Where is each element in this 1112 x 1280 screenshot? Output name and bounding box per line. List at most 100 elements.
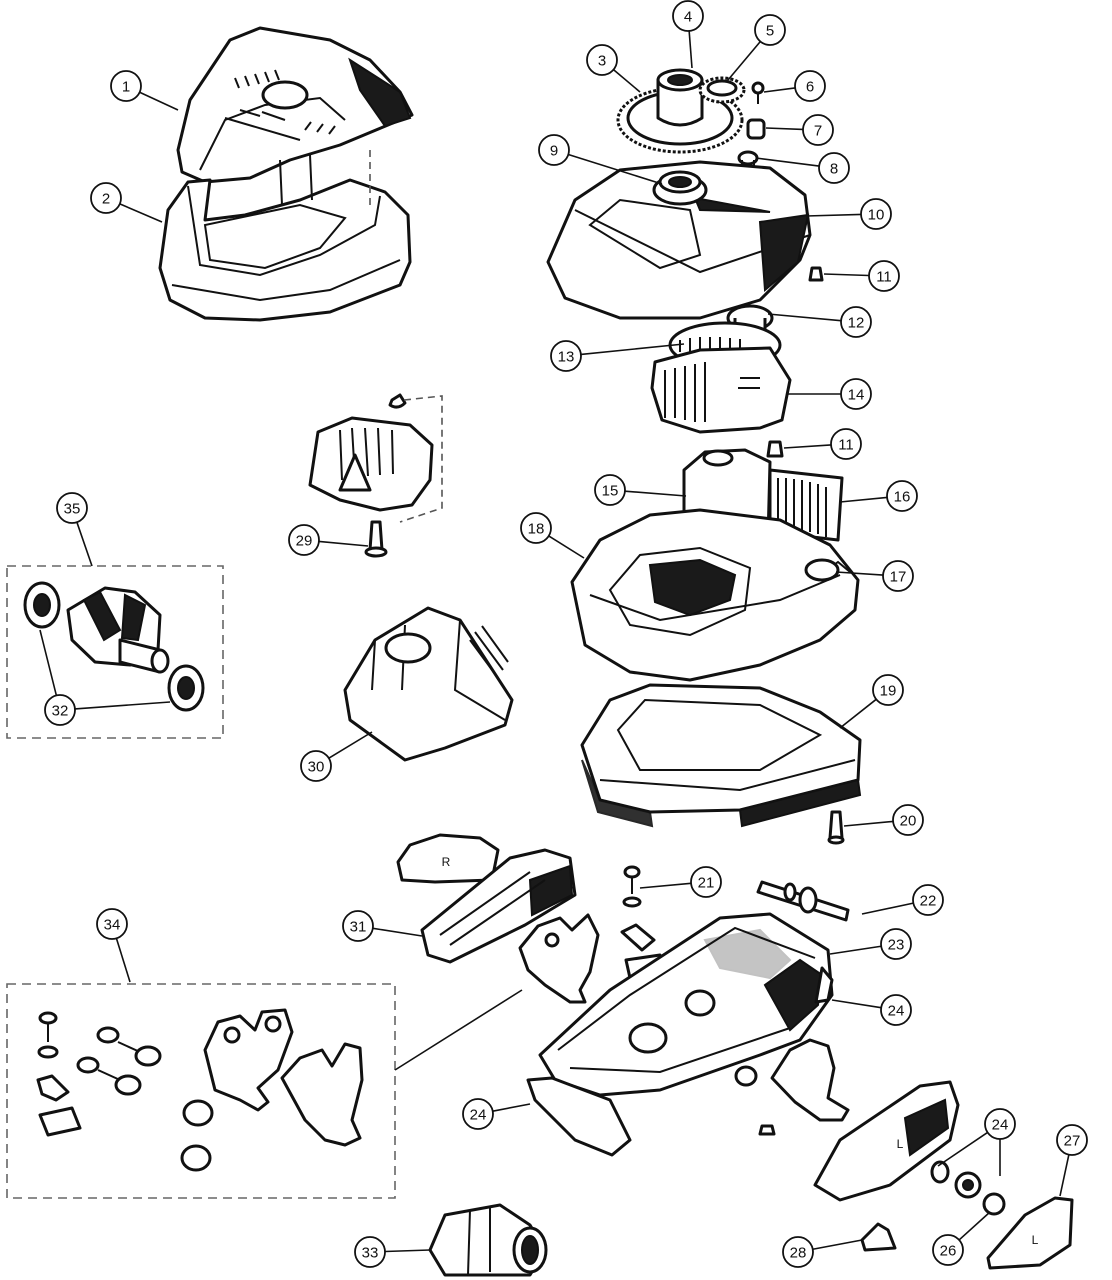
leader-line-10: [805, 213, 862, 217]
callout-number: 22: [920, 893, 937, 910]
callout-number: 17: [890, 569, 907, 586]
callout-24: 24: [462, 1098, 494, 1130]
leader-line-11: [783, 444, 832, 449]
callout-circle: [594, 474, 626, 506]
part-base-plate: [580, 683, 862, 828]
callout-number: 15: [602, 483, 619, 500]
callout-20: 20: [892, 804, 924, 836]
callout-circle: [794, 70, 826, 102]
callout-14: 14: [840, 378, 872, 410]
callout-circle: [892, 804, 924, 836]
callout-circle: [354, 1236, 386, 1268]
leader-line-34: [115, 938, 131, 983]
leader-line-35: [76, 521, 93, 567]
callout-number: 21: [698, 875, 715, 892]
callout-number: 13: [558, 349, 575, 366]
leader-line-31: [372, 927, 423, 937]
callout-circle: [886, 480, 918, 512]
leader-line-28: [812, 1239, 863, 1251]
leader-line-29: [318, 540, 369, 547]
callout-6: 6: [794, 70, 826, 102]
callout-22: 22: [912, 884, 944, 916]
callout-circle: [672, 0, 704, 32]
callout-circle: [840, 306, 872, 338]
part-clip-28: [860, 1222, 897, 1252]
part-track-cap-R: R: [396, 833, 500, 884]
callout-circle: [342, 910, 374, 942]
callout-circle: [1056, 1124, 1088, 1156]
callout-number: 27: [1064, 1133, 1081, 1150]
part-hose-adapter-33: [428, 1203, 548, 1277]
leader-line-16: [839, 496, 888, 503]
callout-circle: [754, 14, 786, 46]
leader-line-33: [384, 1249, 431, 1253]
callout-circle: [880, 928, 912, 960]
callout-circle: [932, 1234, 964, 1266]
callout-circle: [538, 134, 570, 166]
part-screw-6: [751, 81, 765, 104]
leader-line-5: [727, 40, 761, 81]
callout-24: 24: [880, 994, 912, 1026]
leader-line-6: [763, 87, 796, 93]
leader-line-34-link: [394, 989, 523, 1071]
callout-number: 34: [104, 917, 121, 934]
callout-circle: [882, 560, 914, 592]
leader-line-9: [568, 153, 663, 185]
callout-number: 24: [470, 1107, 487, 1124]
callout-12: 12: [840, 306, 872, 338]
callout-circle: [984, 1108, 1016, 1140]
callout-circle: [44, 694, 76, 726]
callout-10: 10: [860, 198, 892, 230]
callout-23: 23: [880, 928, 912, 960]
part-screw-11a: [808, 266, 824, 282]
callout-number: 16: [894, 489, 911, 506]
callout-number: 18: [528, 521, 545, 538]
callout-number: 14: [848, 387, 865, 404]
callout-number: 31: [350, 919, 367, 936]
callout-circle: [782, 1236, 814, 1268]
callout-number: 1: [122, 79, 130, 96]
callout-number: 3: [598, 53, 606, 70]
part-steering-arm-left: [518, 913, 600, 1004]
svg-text:R: R: [442, 855, 451, 869]
callout-number: 6: [806, 79, 814, 96]
callout-number: 29: [296, 533, 313, 550]
leader-line-24: [937, 1131, 989, 1167]
part-swivel-17: [804, 558, 840, 582]
leader-line-18: [548, 535, 585, 559]
leader-line-7: [765, 127, 804, 131]
callout-number: 35: [64, 501, 81, 518]
part-washer-nut-24: [930, 1160, 982, 1199]
callout-24: 24: [984, 1108, 1016, 1140]
callout-11: 11: [830, 428, 862, 460]
part-side-cover-31: [420, 848, 577, 964]
part-screw-11b: [766, 440, 784, 458]
callout-number: 23: [888, 937, 905, 954]
leader-line-22: [861, 902, 914, 915]
part-drive-axle-22: [756, 880, 850, 922]
leader-line-4: [688, 30, 693, 69]
callout-35: 35: [56, 492, 88, 524]
leader-line-27: [1059, 1154, 1070, 1197]
callout-11: 11: [868, 260, 900, 292]
leader-line-1: [139, 91, 179, 111]
callout-number: 7: [814, 123, 822, 140]
leader-line-32: [74, 701, 171, 710]
leader-line-24: [492, 1103, 531, 1112]
part-lower-housing: [158, 150, 412, 322]
svg-text:L: L: [897, 1137, 904, 1151]
callout-29: 29: [288, 524, 320, 556]
callout-21: 21: [690, 866, 722, 898]
callout-circle: [288, 524, 320, 556]
leader-line-19: [839, 698, 877, 729]
callout-18: 18: [520, 512, 552, 544]
callout-7: 7: [802, 114, 834, 146]
callout-4: 4: [672, 0, 704, 32]
group-box-34: [6, 983, 396, 1199]
callout-34: 34: [96, 908, 128, 940]
callout-number: 10: [868, 207, 885, 224]
leader-line-3: [612, 69, 641, 93]
callout-number: 24: [992, 1117, 1009, 1134]
part-steering-arm-right: [770, 1038, 850, 1122]
